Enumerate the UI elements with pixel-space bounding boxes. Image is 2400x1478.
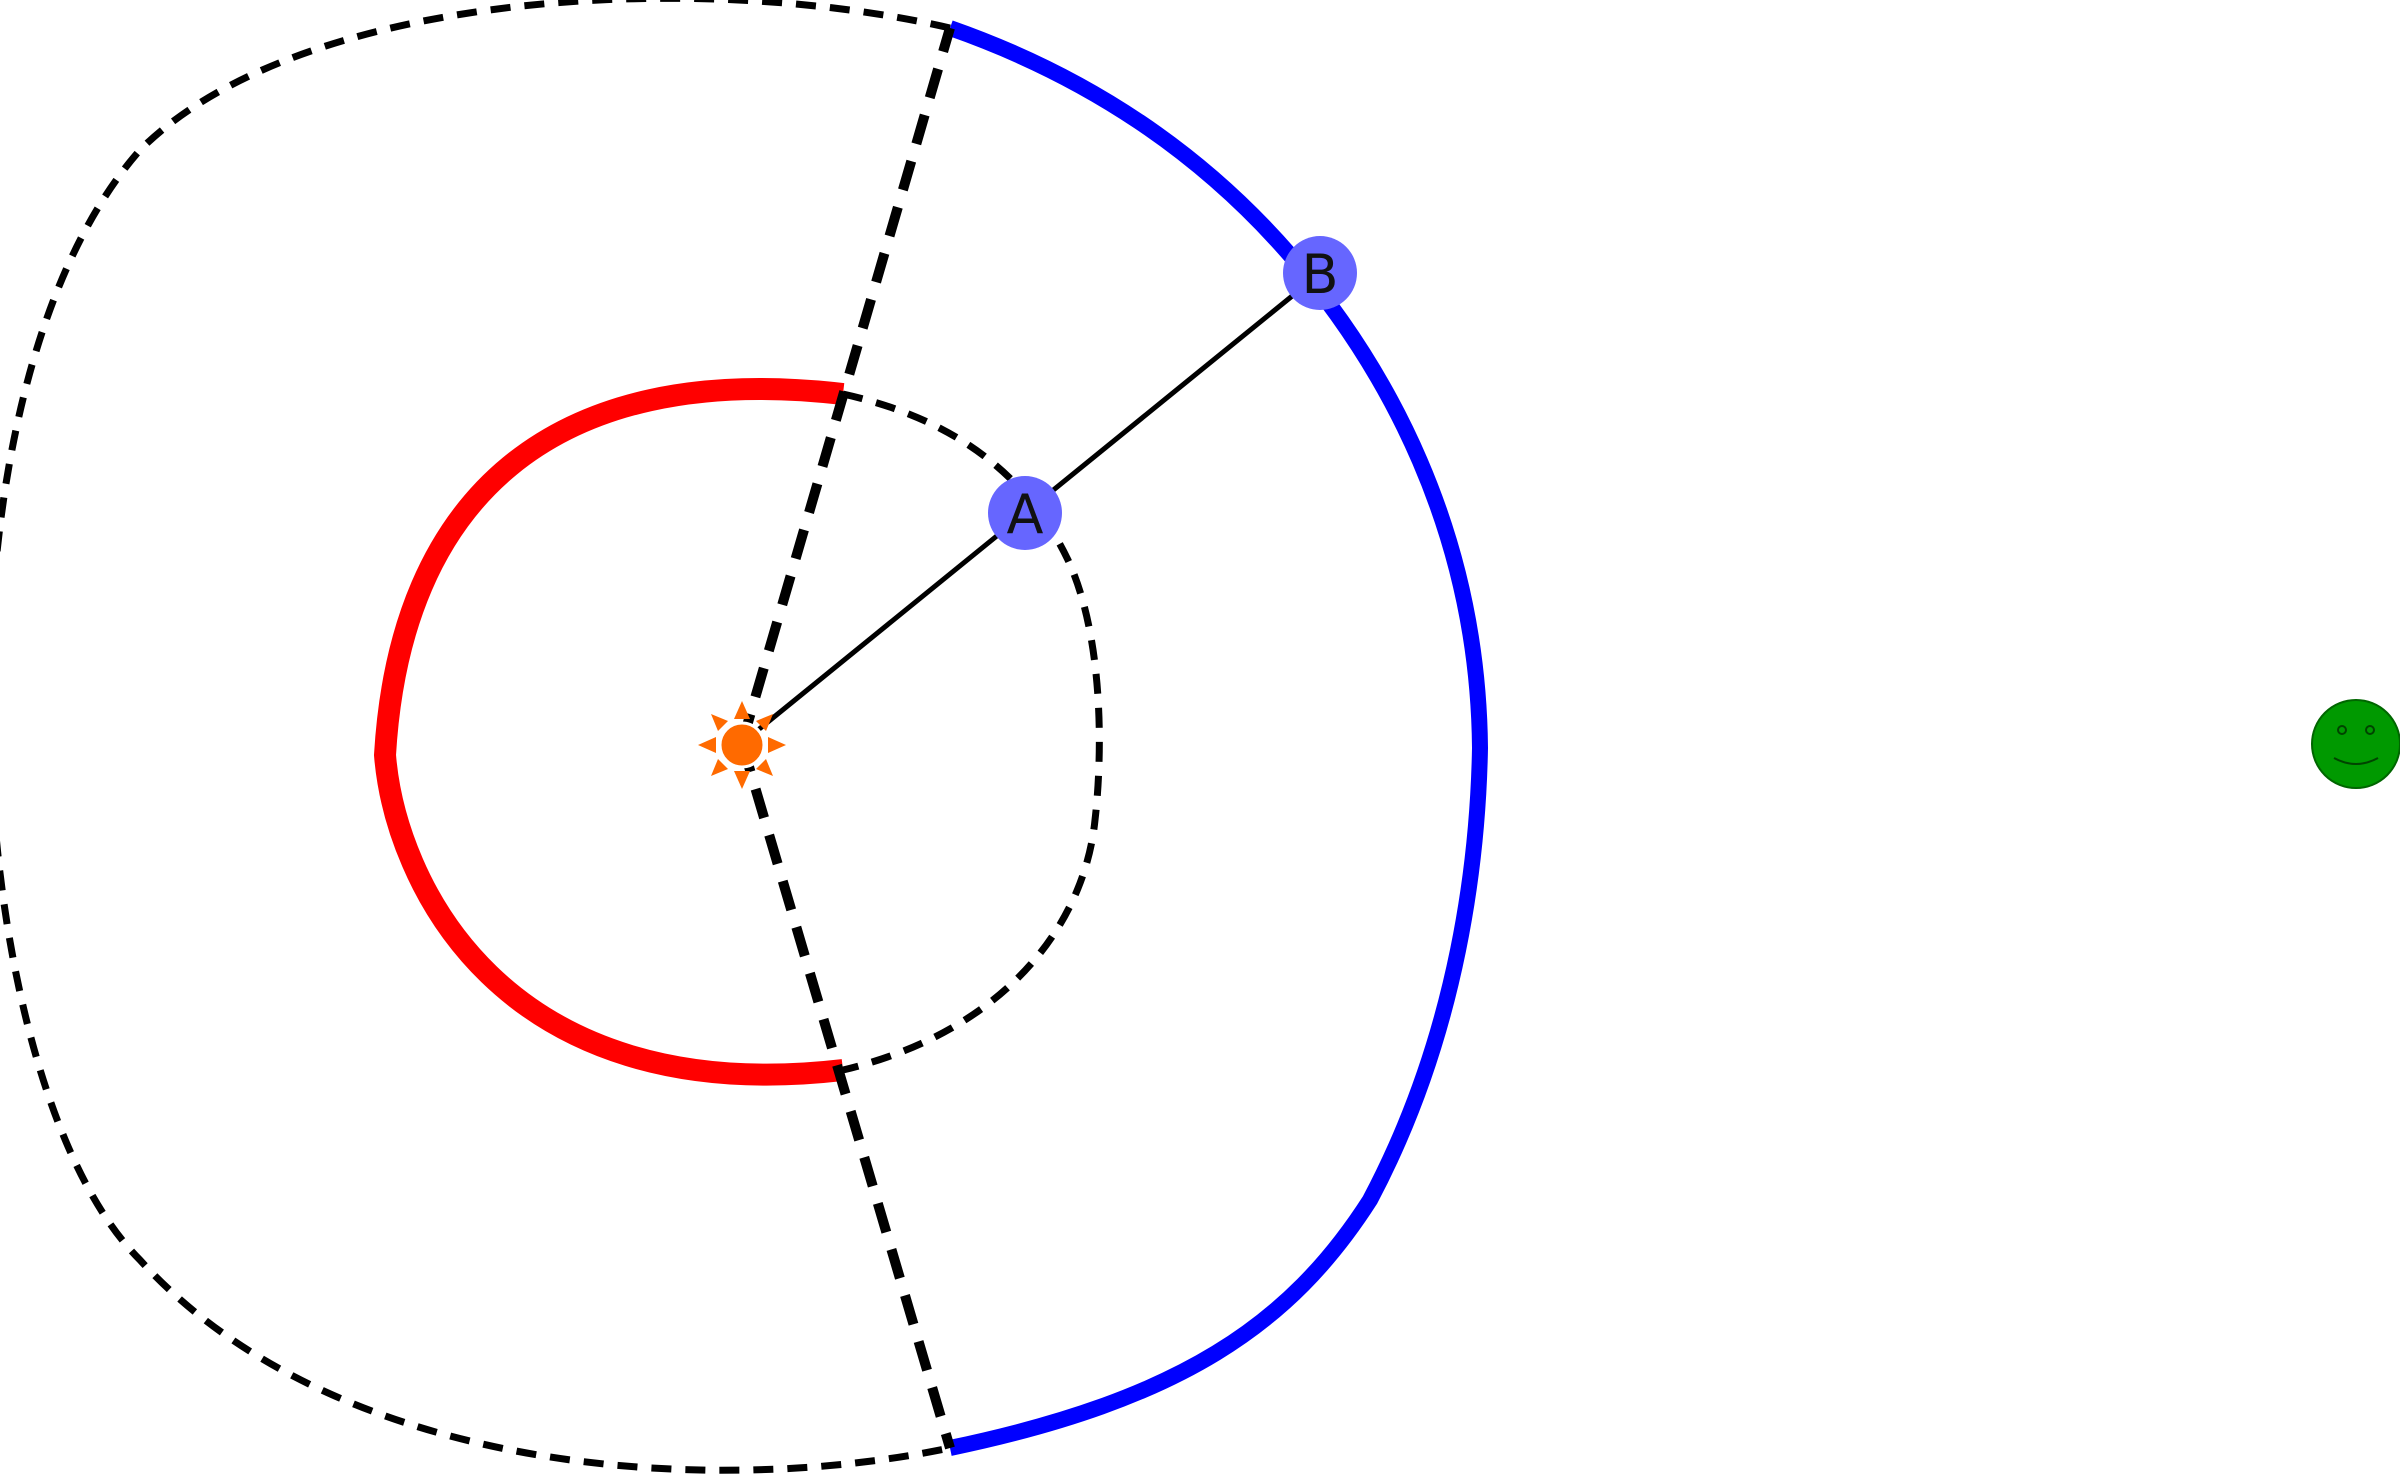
planet-a: A: [988, 476, 1062, 550]
inner-orbit-dashed-arc: [842, 390, 1103, 1074]
inner-orbit-visible-arc: [373, 377, 845, 1086]
planet-b-label: B: [1301, 243, 1338, 306]
planet-b: B: [1283, 236, 1357, 310]
upper-dashed-radial-line: [737, 26, 955, 745]
lower-dashed-radial-line: [737, 741, 955, 1450]
sun-icon: [698, 701, 786, 789]
planet-a-label: A: [1007, 483, 1044, 546]
outer-orbit-visible-arc: [947, 20, 1489, 1456]
smiley-face-icon: [2311, 699, 2400, 789]
outer-orbit-dashed-arc: [0, 0, 951, 1474]
